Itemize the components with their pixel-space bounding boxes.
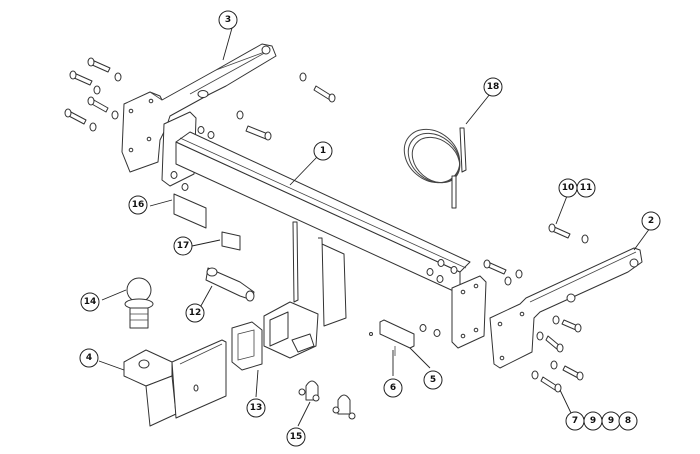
callout-12: 12: [185, 303, 205, 323]
cross-beam: [161, 111, 487, 359]
callout-4: 4: [79, 348, 99, 368]
callout-7: 7: [565, 411, 585, 431]
callout-6: 6: [383, 378, 403, 398]
svg-text:8: 8: [625, 416, 631, 426]
callout-17: 17: [173, 236, 193, 256]
callout-18: 18: [483, 77, 503, 97]
svg-text:11: 11: [580, 183, 593, 193]
callout-15: 15: [286, 427, 306, 447]
callout-2: 2: [641, 211, 661, 231]
left-side-bracket: [121, 43, 277, 173]
wiring-cable: [403, 127, 467, 209]
svg-text:14: 14: [84, 297, 97, 307]
svg-text:5: 5: [430, 375, 436, 385]
callout-5: 5: [423, 370, 443, 390]
mounting-plate-5: [369, 319, 415, 356]
svg-text:10: 10: [562, 183, 575, 193]
svg-text:17: 17: [177, 241, 190, 251]
callout-3: 3: [218, 10, 238, 30]
svg-text:2: 2: [648, 216, 654, 226]
right-bolts: [483, 223, 589, 393]
callout-8: 8: [618, 411, 638, 431]
tow-ball: [124, 277, 154, 329]
svg-text:7: 7: [572, 416, 578, 426]
svg-text:13: 13: [250, 403, 263, 413]
hitch-pin: [205, 267, 255, 302]
svg-text:9: 9: [608, 416, 614, 426]
svg-text:18: 18: [487, 82, 500, 92]
svg-text:12: 12: [189, 308, 202, 318]
receiver-cover: [231, 321, 263, 371]
svg-text:15: 15: [290, 432, 303, 442]
callout-1: 1: [313, 141, 333, 161]
svg-text:16: 16: [132, 200, 145, 210]
safety-shackles: [298, 380, 356, 420]
svg-text:3: 3: [225, 15, 231, 25]
svg-text:9: 9: [590, 416, 596, 426]
right-side-bracket: [489, 247, 643, 369]
ball-mount: [123, 339, 227, 427]
callout-10: 10: [558, 178, 578, 198]
label-small: [221, 231, 241, 251]
callout-14: 14: [80, 292, 100, 312]
svg-text:4: 4: [86, 353, 92, 363]
callout-11: 11: [576, 178, 596, 198]
left-bolts: [64, 57, 336, 141]
svg-text:6: 6: [390, 383, 396, 393]
callout-13: 13: [246, 398, 266, 418]
callout-16: 16: [128, 195, 148, 215]
callout-9b: 9: [601, 411, 621, 431]
callout-9a: 9: [583, 411, 603, 431]
svg-text:1: 1: [320, 146, 326, 156]
label-large: [173, 193, 207, 229]
